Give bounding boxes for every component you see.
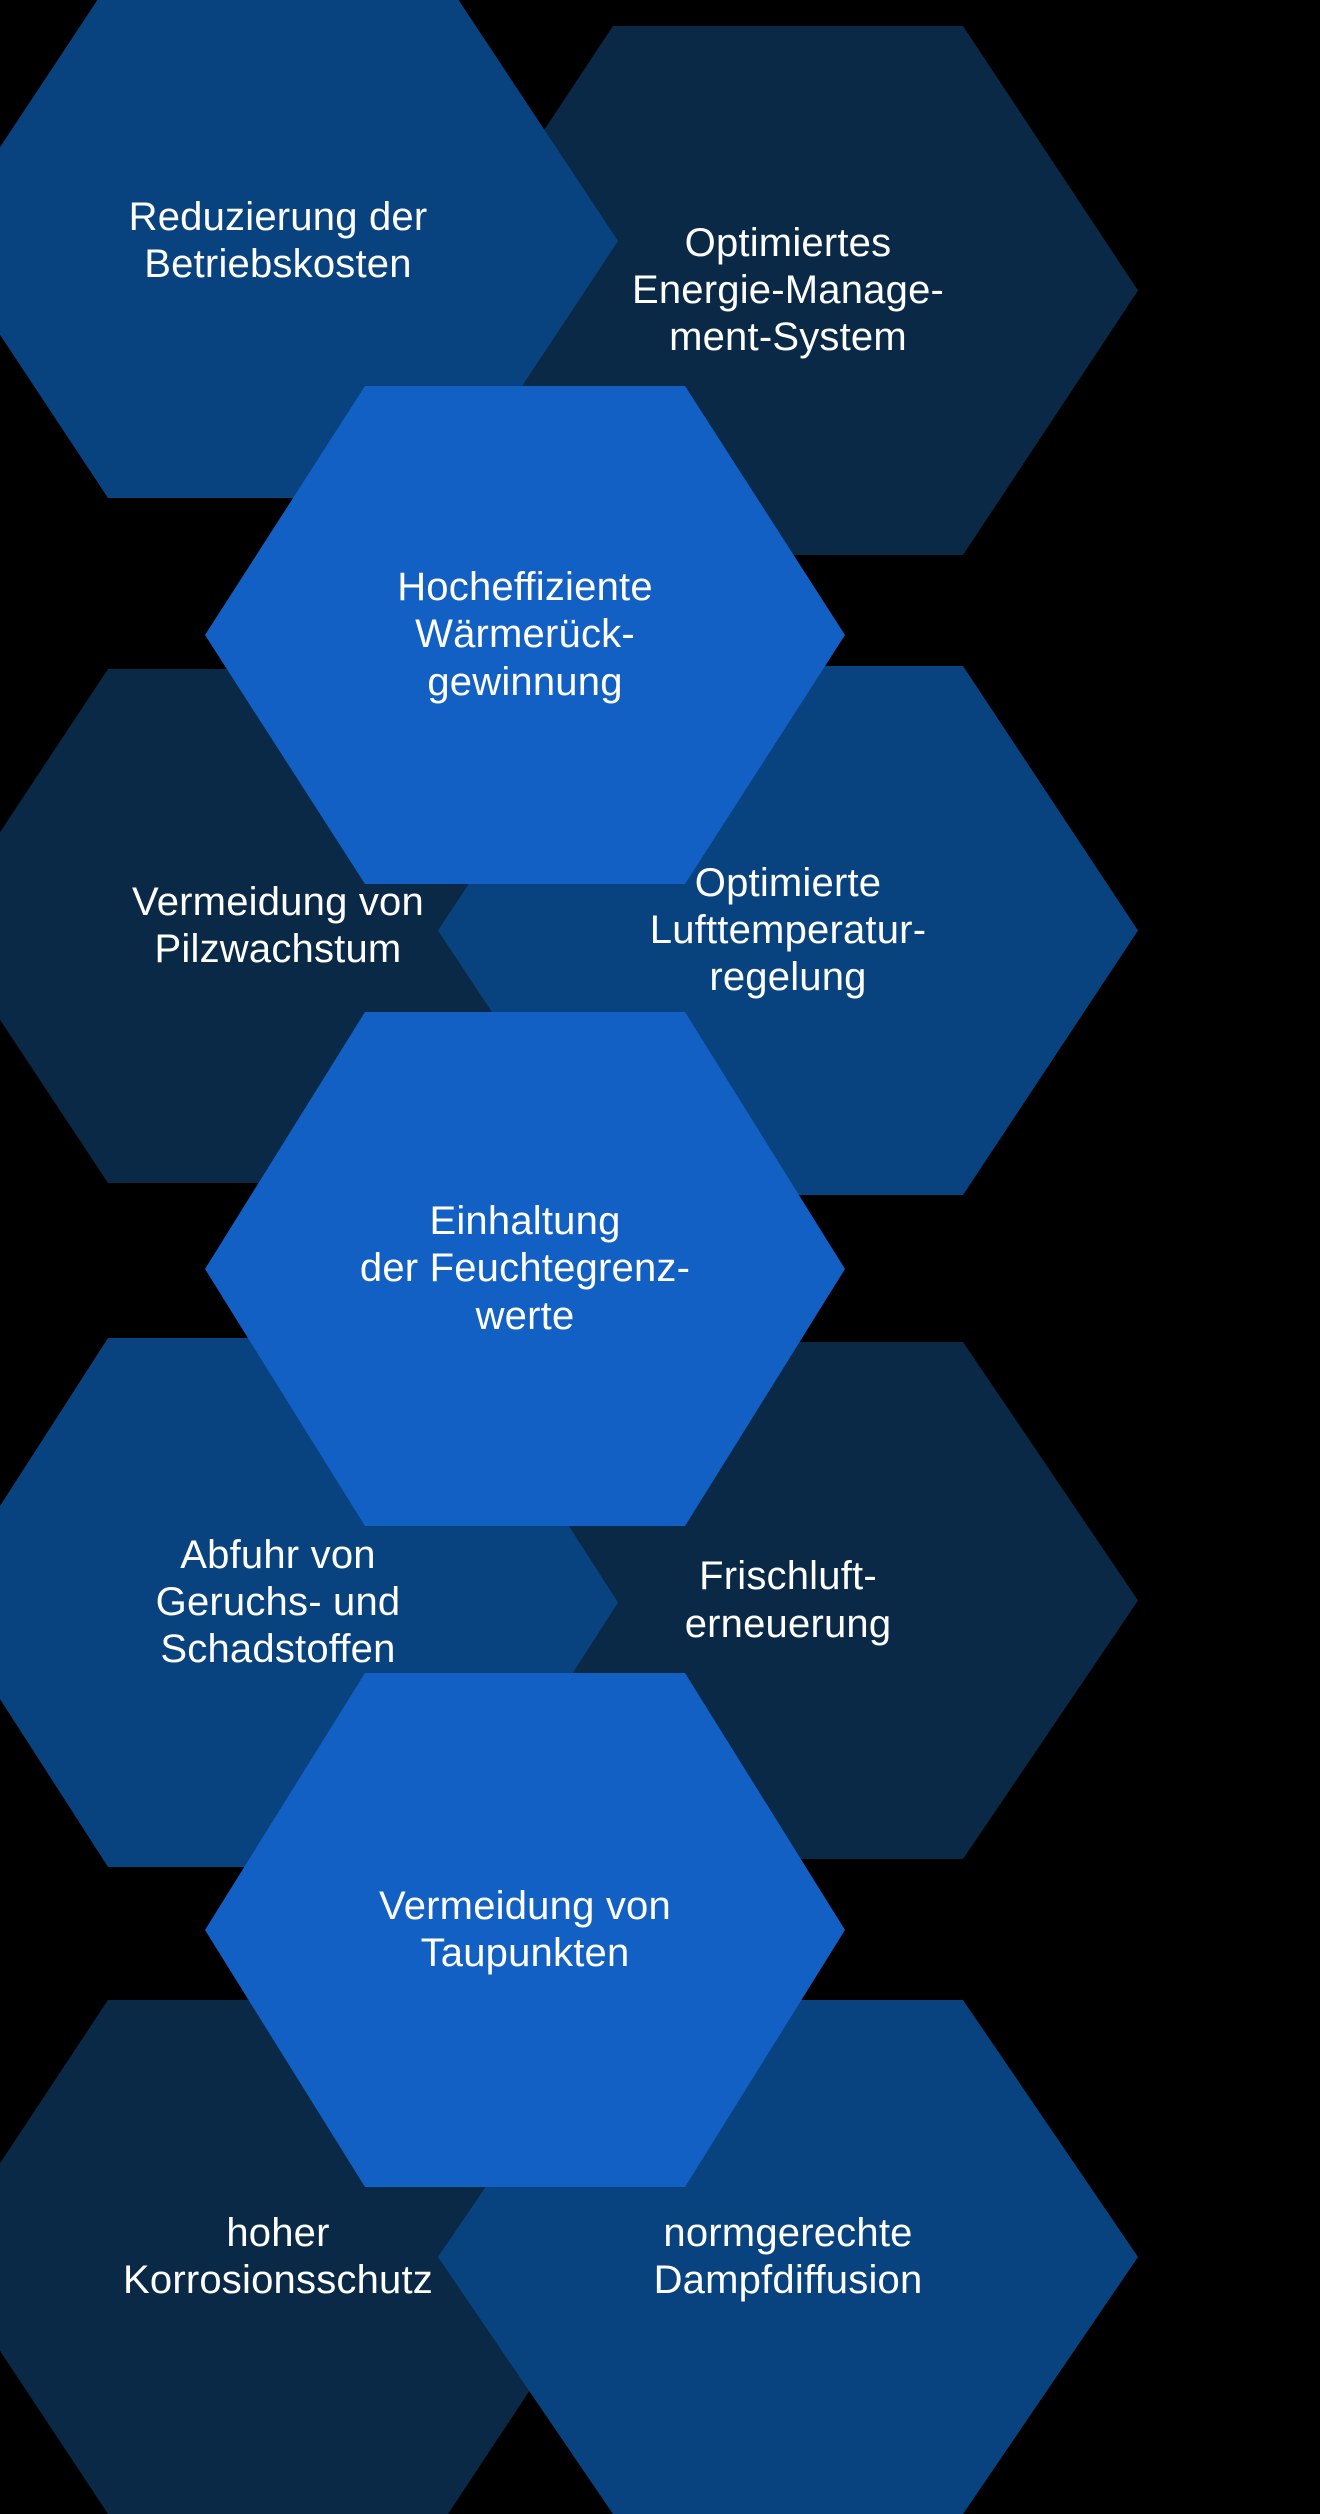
hexagon-label: Hocheffiziente Wärmerück- gewinnung — [397, 565, 653, 704]
hexagon-label: Vermeidung von Pilzwachstum — [132, 879, 424, 971]
hexagon-label: hoher Korrosionsschutz — [123, 2210, 433, 2302]
hexagon-label: normgerechte Dampfdiffusion — [653, 2210, 923, 2302]
hexagon-label: Vermeidung von Taupunkten — [379, 1883, 671, 1975]
hexagon-label: Einhaltung der Feuchtegrenz- werte — [359, 1199, 691, 1338]
hexagon-label: Frischluft- erneuerung — [684, 1554, 892, 1646]
hexagon-label: Reduzierung der Betriebskosten — [128, 194, 428, 286]
hexagon-label: Abfuhr von Geruchs- und Schadstoffen — [155, 1532, 401, 1672]
hexagon-label: Optimierte Lufttemperatur- regelung — [649, 860, 927, 1000]
hexagon-label: Optimiertes Energie-Manage- ment-System — [631, 220, 945, 360]
